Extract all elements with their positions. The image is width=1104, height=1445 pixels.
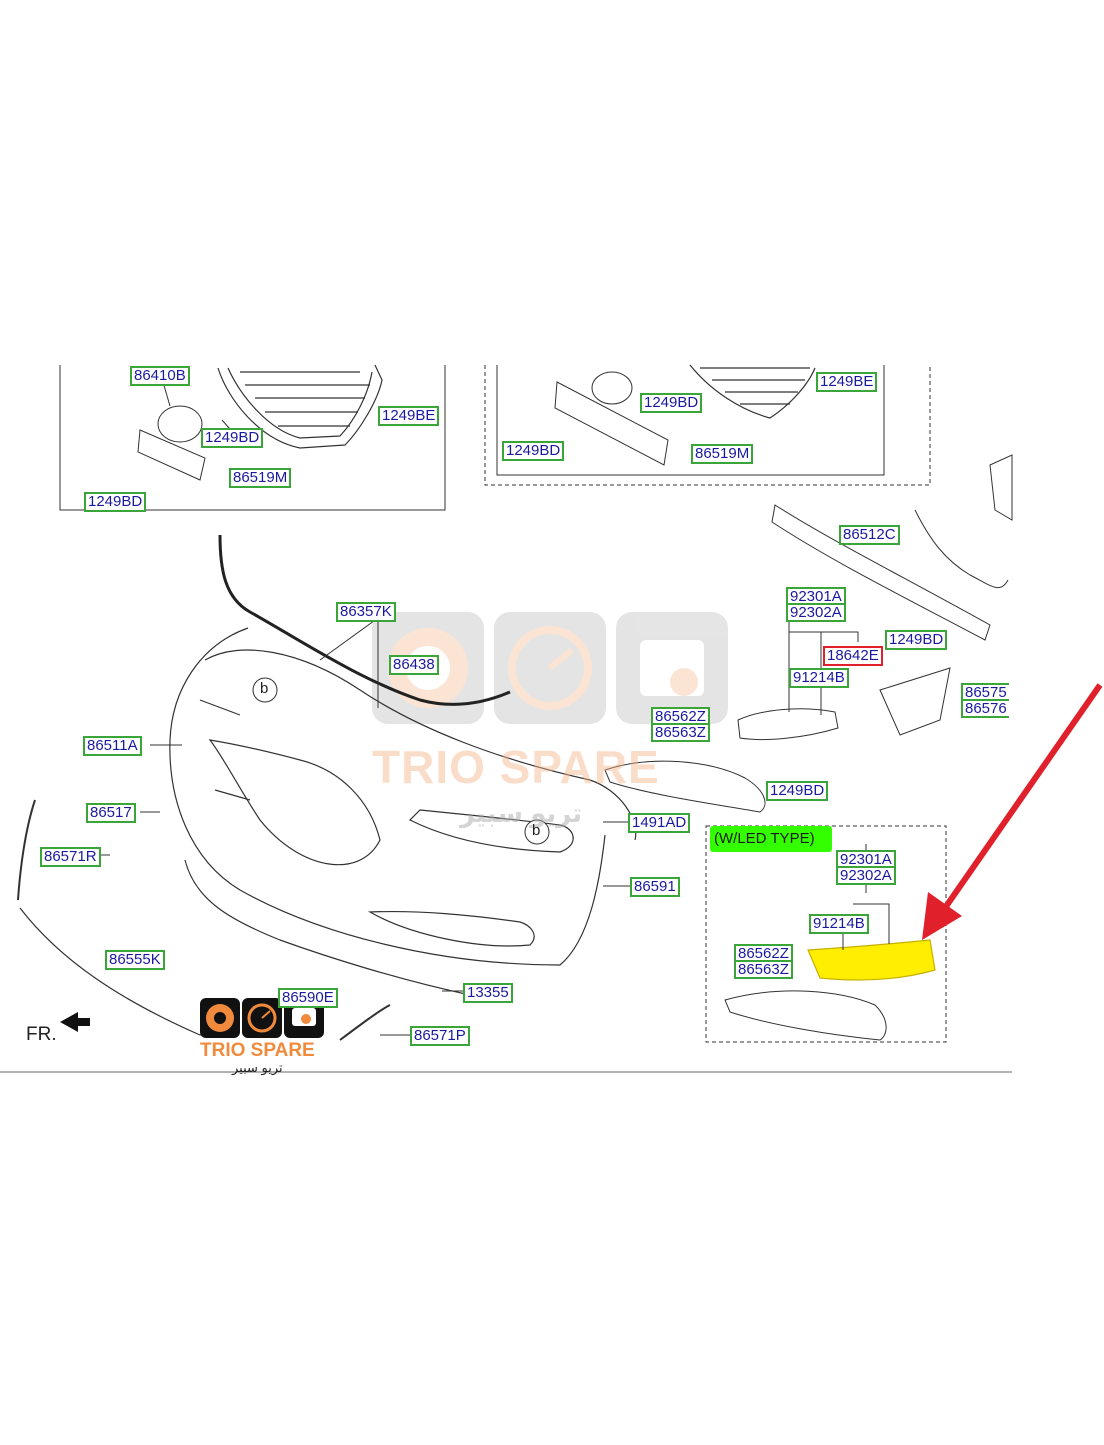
front-arrow-icon: [60, 1012, 90, 1032]
wiring-harness: [914, 509, 1009, 589]
part-label[interactable]: 86555K: [105, 950, 165, 970]
part-label[interactable]: 1249BD: [766, 781, 829, 801]
part-label[interactable]: 92301A: [786, 587, 846, 604]
led-type-box: [705, 825, 947, 1043]
part-label[interactable]: 86438: [389, 655, 439, 675]
logo-icons: [200, 998, 324, 1038]
grille-middle: [689, 364, 816, 419]
side-bracket: [879, 667, 951, 736]
part-label[interactable]: 18642E: [823, 646, 883, 666]
part-label[interactable]: 86576: [961, 699, 1009, 718]
part-label[interactable]: 86563Z: [734, 960, 793, 979]
side-trim-left: [17, 799, 36, 901]
part-label[interactable]: 86562Z: [734, 944, 793, 961]
plate-bracket-left: [137, 429, 206, 481]
part-label[interactable]: 86590E: [278, 988, 338, 1008]
logo-arabic: تريو سبير: [232, 1060, 283, 1075]
callout-b: b: [260, 680, 269, 697]
part-label[interactable]: 86519M: [691, 444, 754, 464]
drl-lamp-upper: [737, 708, 839, 740]
led-type-note: (W/LED TYPE): [710, 826, 832, 852]
plate-bracket-middle: [554, 381, 669, 466]
watermark-brand: TRIO SPARE: [372, 741, 660, 793]
watermark-arabic: تريو سبير: [460, 798, 583, 828]
emblem-left: [157, 405, 203, 443]
inset-box-middle: [496, 365, 885, 476]
front-marker: FR.: [26, 1024, 57, 1045]
part-label[interactable]: 13355: [463, 983, 513, 1003]
part-label[interactable]: 86517: [86, 803, 136, 823]
inset-box-left: [59, 365, 446, 511]
grille-left: [217, 364, 383, 449]
part-label[interactable]: 86562Z: [651, 707, 710, 724]
corner-part: [989, 454, 1013, 521]
part-label[interactable]: 1249BD: [201, 428, 264, 448]
logo-brand: TRIO SPARE: [200, 1040, 315, 1061]
seal-strip: [218, 534, 511, 706]
drl-bezel-upper: [604, 760, 766, 813]
emblem-middle: [591, 371, 633, 405]
part-label[interactable]: 92302A: [836, 866, 896, 885]
callout-b-circle-2: [524, 819, 550, 845]
part-label[interactable]: 91214B: [789, 668, 849, 688]
lower-strip-left: [19, 907, 221, 1036]
part-label[interactable]: 1249BE: [378, 406, 440, 426]
led-drl-lamp: [807, 939, 936, 981]
callout-b: b: [532, 822, 541, 839]
lower-lip: [184, 859, 501, 996]
callout-b-circle-1: [252, 677, 278, 703]
part-label[interactable]: 1491AD: [628, 813, 691, 833]
part-label[interactable]: 86357K: [336, 602, 396, 622]
part-label[interactable]: 86519M: [229, 468, 292, 488]
red-arrow-icon: [922, 683, 1103, 940]
watermark-icons: [372, 612, 728, 724]
part-label[interactable]: 86575: [961, 683, 1009, 700]
part-label[interactable]: 92301A: [836, 850, 896, 867]
part-label[interactable]: 86410B: [130, 366, 190, 386]
part-label[interactable]: 86591: [630, 877, 680, 897]
part-label[interactable]: 1249BD: [885, 630, 948, 650]
part-label[interactable]: 92302A: [786, 603, 846, 622]
part-label[interactable]: 1249BD: [84, 492, 147, 512]
bumper-cover: [169, 627, 637, 966]
part-label[interactable]: 1249BD: [502, 441, 565, 461]
led-drl-bezel: [724, 990, 887, 1041]
inset-box-middle-dashed: [484, 365, 931, 486]
part-label[interactable]: 91214B: [809, 914, 869, 934]
part-label[interactable]: 1249BE: [816, 372, 878, 392]
part-label[interactable]: 86571R: [40, 847, 101, 867]
reinforcement-grille: [771, 504, 991, 641]
side-trim-right: [339, 1004, 391, 1041]
part-label[interactable]: 86571P: [410, 1026, 470, 1046]
part-label[interactable]: 1249BD: [640, 393, 703, 413]
part-label[interactable]: 86511A: [83, 736, 142, 756]
part-label[interactable]: 86563Z: [651, 723, 710, 742]
part-label[interactable]: 86512C: [839, 525, 900, 545]
